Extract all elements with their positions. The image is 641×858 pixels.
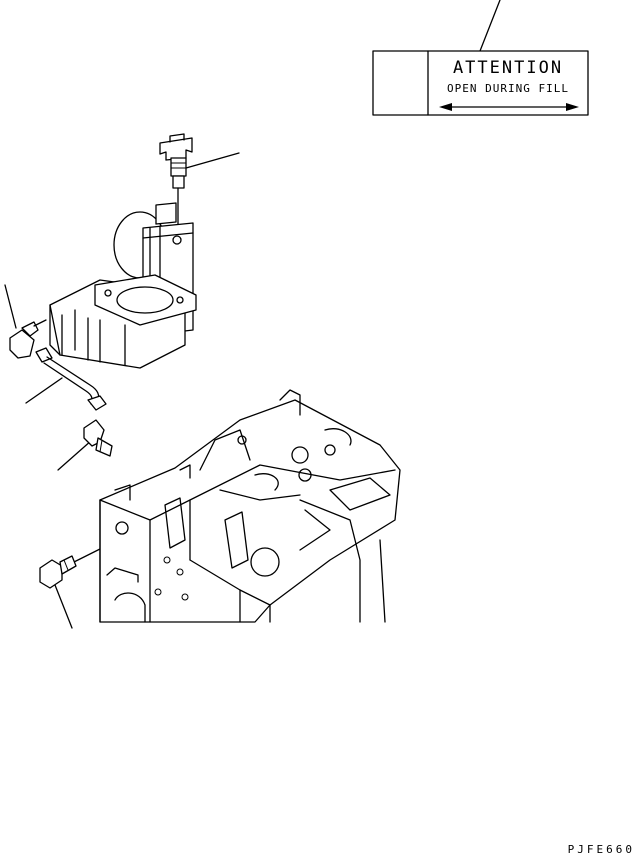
- leader-line-label: [479, 0, 501, 52]
- elbow-fitting: [9, 319, 47, 359]
- filler-body: [49, 274, 197, 369]
- filler-cap: [159, 133, 193, 226]
- attention-label: ATTENTION OPEN DURING FILL: [372, 0, 589, 116]
- double-arrow-icon: [439, 103, 579, 111]
- plug-bolt: [39, 555, 77, 589]
- elbow-connector: [83, 419, 113, 457]
- pipe: [35, 347, 107, 411]
- attention-title: ATTENTION: [453, 58, 563, 78]
- plate-code: PJFE660: [567, 843, 635, 856]
- attention-subtitle: OPEN DURING FILL: [447, 82, 569, 95]
- engine-block: [99, 389, 401, 623]
- leader-lines: [4, 152, 240, 629]
